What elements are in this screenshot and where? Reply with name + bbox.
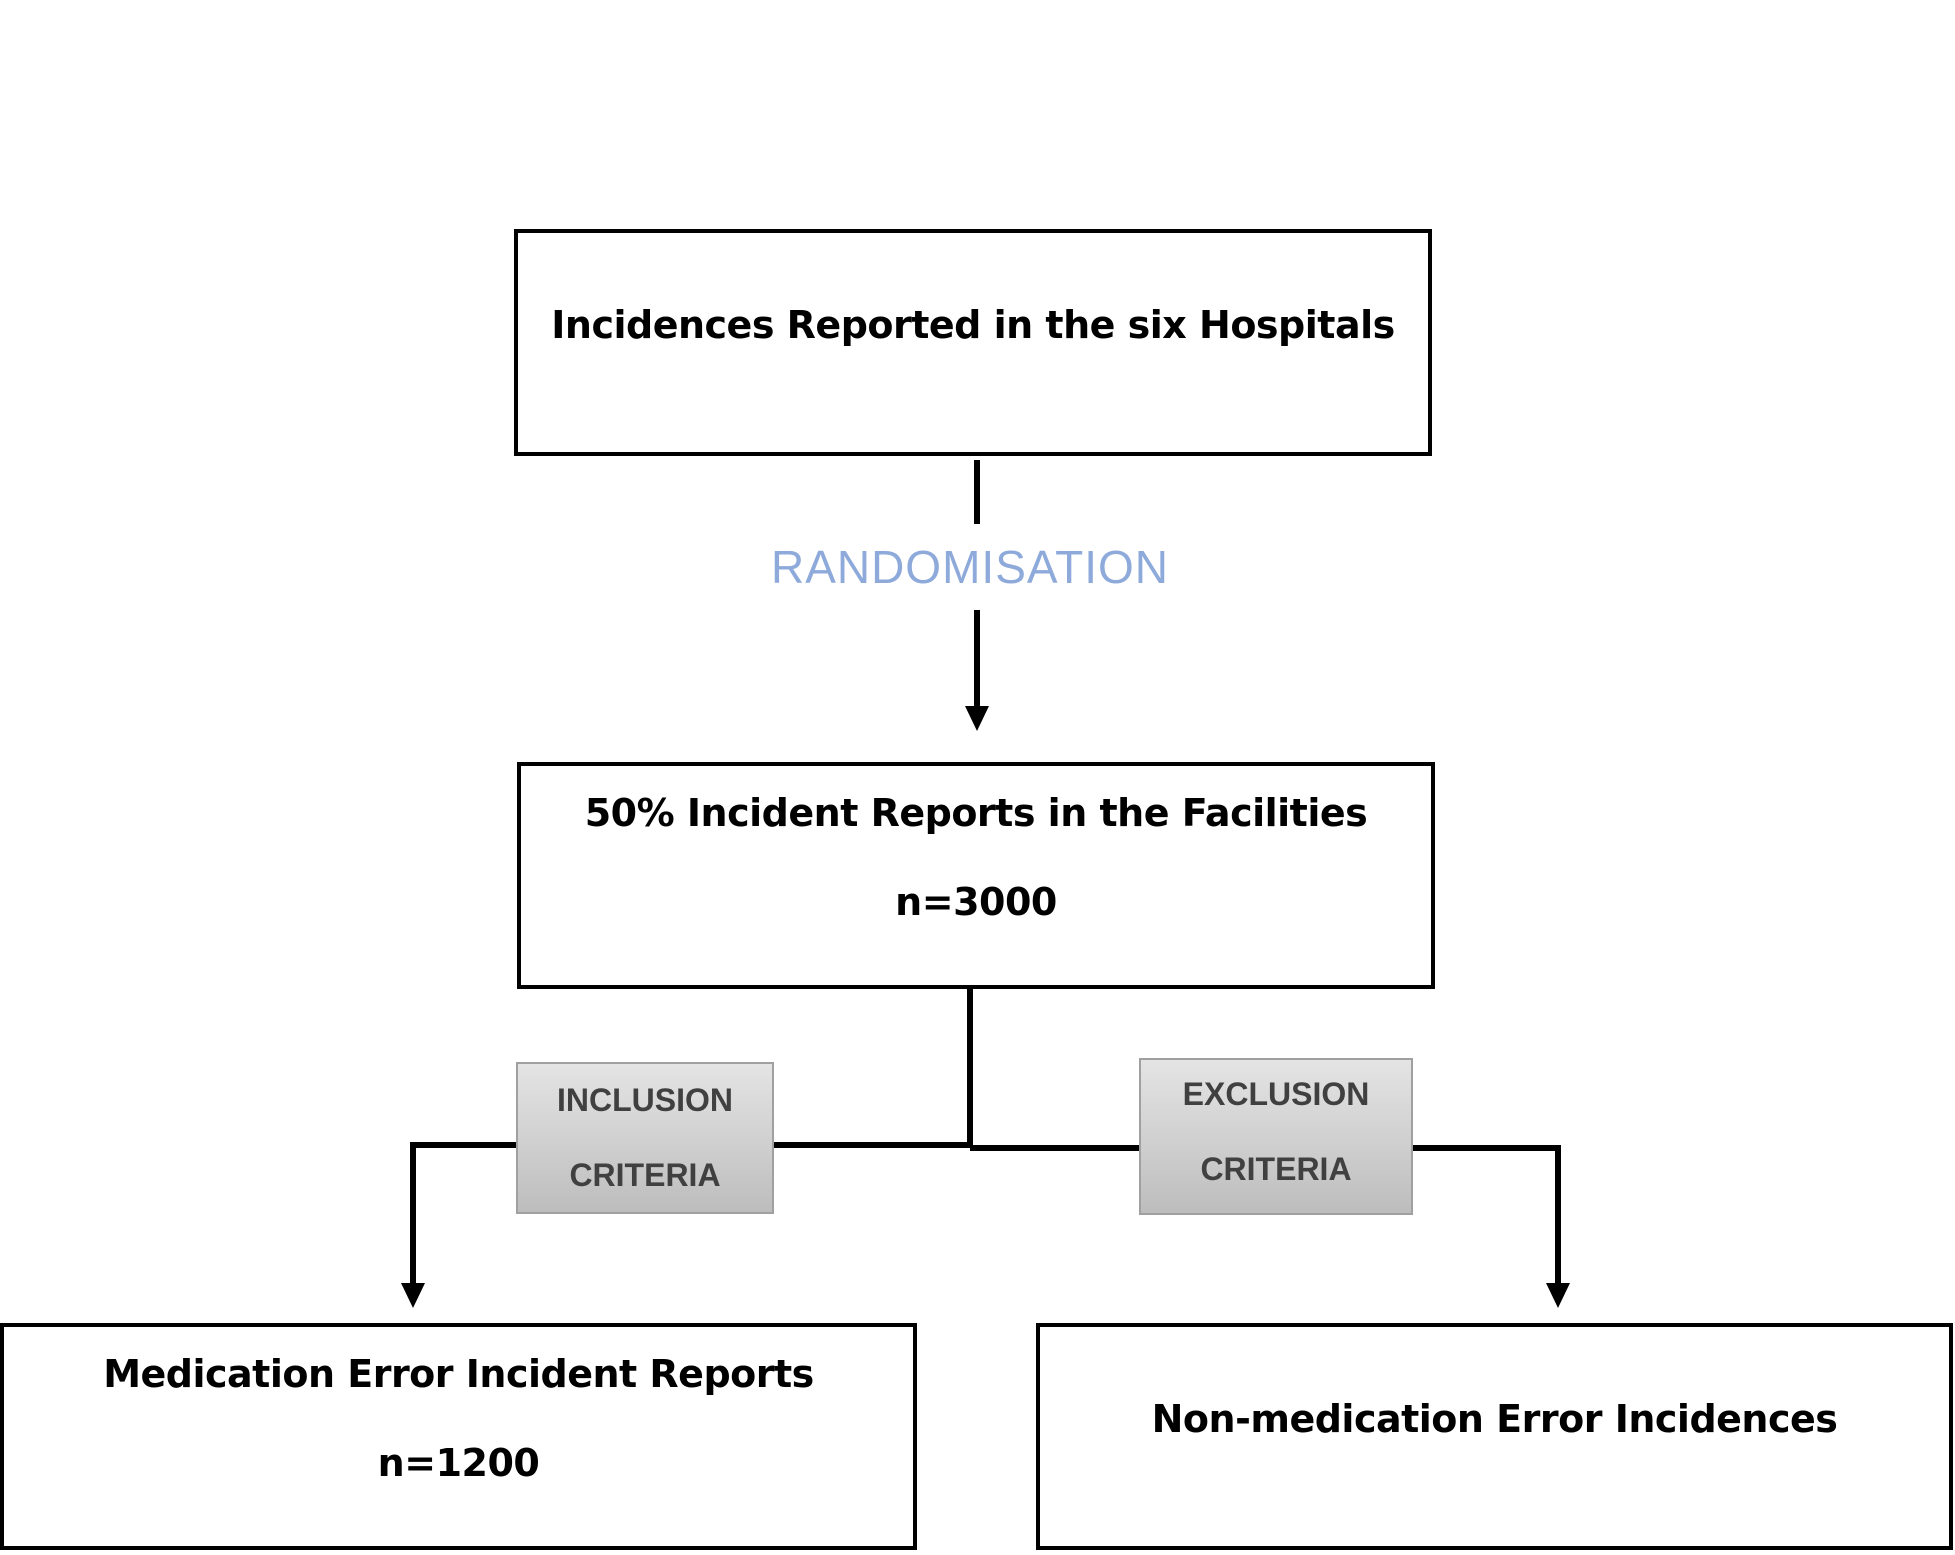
exclusion-criteria-box: EXCLUSION CRITERIA (1139, 1058, 1413, 1215)
inclusion-criteria-line1: INCLUSION (557, 1082, 733, 1118)
box-top-text: Incidences Reported in the six Hospitals (551, 303, 1395, 347)
box-incidences-reported: Incidences Reported in the six Hospitals (514, 229, 1432, 456)
box-non-medication-incidences: Non-medication Error Incidences (1036, 1323, 1953, 1550)
box-left-count: n=1200 (377, 1441, 540, 1485)
arrowhead-to-middle (965, 706, 989, 731)
box-incident-reports-facilities: 50% Incident Reports in the Facilities n… (517, 762, 1435, 989)
arrowhead-to-right (1546, 1283, 1570, 1308)
exclusion-criteria-line2: CRITERIA (1200, 1151, 1352, 1187)
box-mid-title: 50% Incident Reports in the Facilities (584, 791, 1368, 835)
randomisation-label: RANDOMISATION (770, 541, 1170, 593)
box-mid-count: n=3000 (895, 880, 1057, 924)
box-right-title: Non-medication Error Incidences (1151, 1397, 1838, 1441)
exclusion-criteria-line1: EXCLUSION (1182, 1076, 1370, 1112)
arrowhead-to-left (401, 1283, 425, 1308)
box-left-title: Medication Error Incident Reports (103, 1352, 814, 1396)
inclusion-criteria-box: INCLUSION CRITERIA (516, 1062, 774, 1214)
connector-left-branch (410, 1142, 970, 1288)
box-medication-error-reports: Medication Error Incident Reports n=1200 (0, 1323, 917, 1550)
inclusion-criteria-line2: CRITERIA (569, 1157, 721, 1193)
